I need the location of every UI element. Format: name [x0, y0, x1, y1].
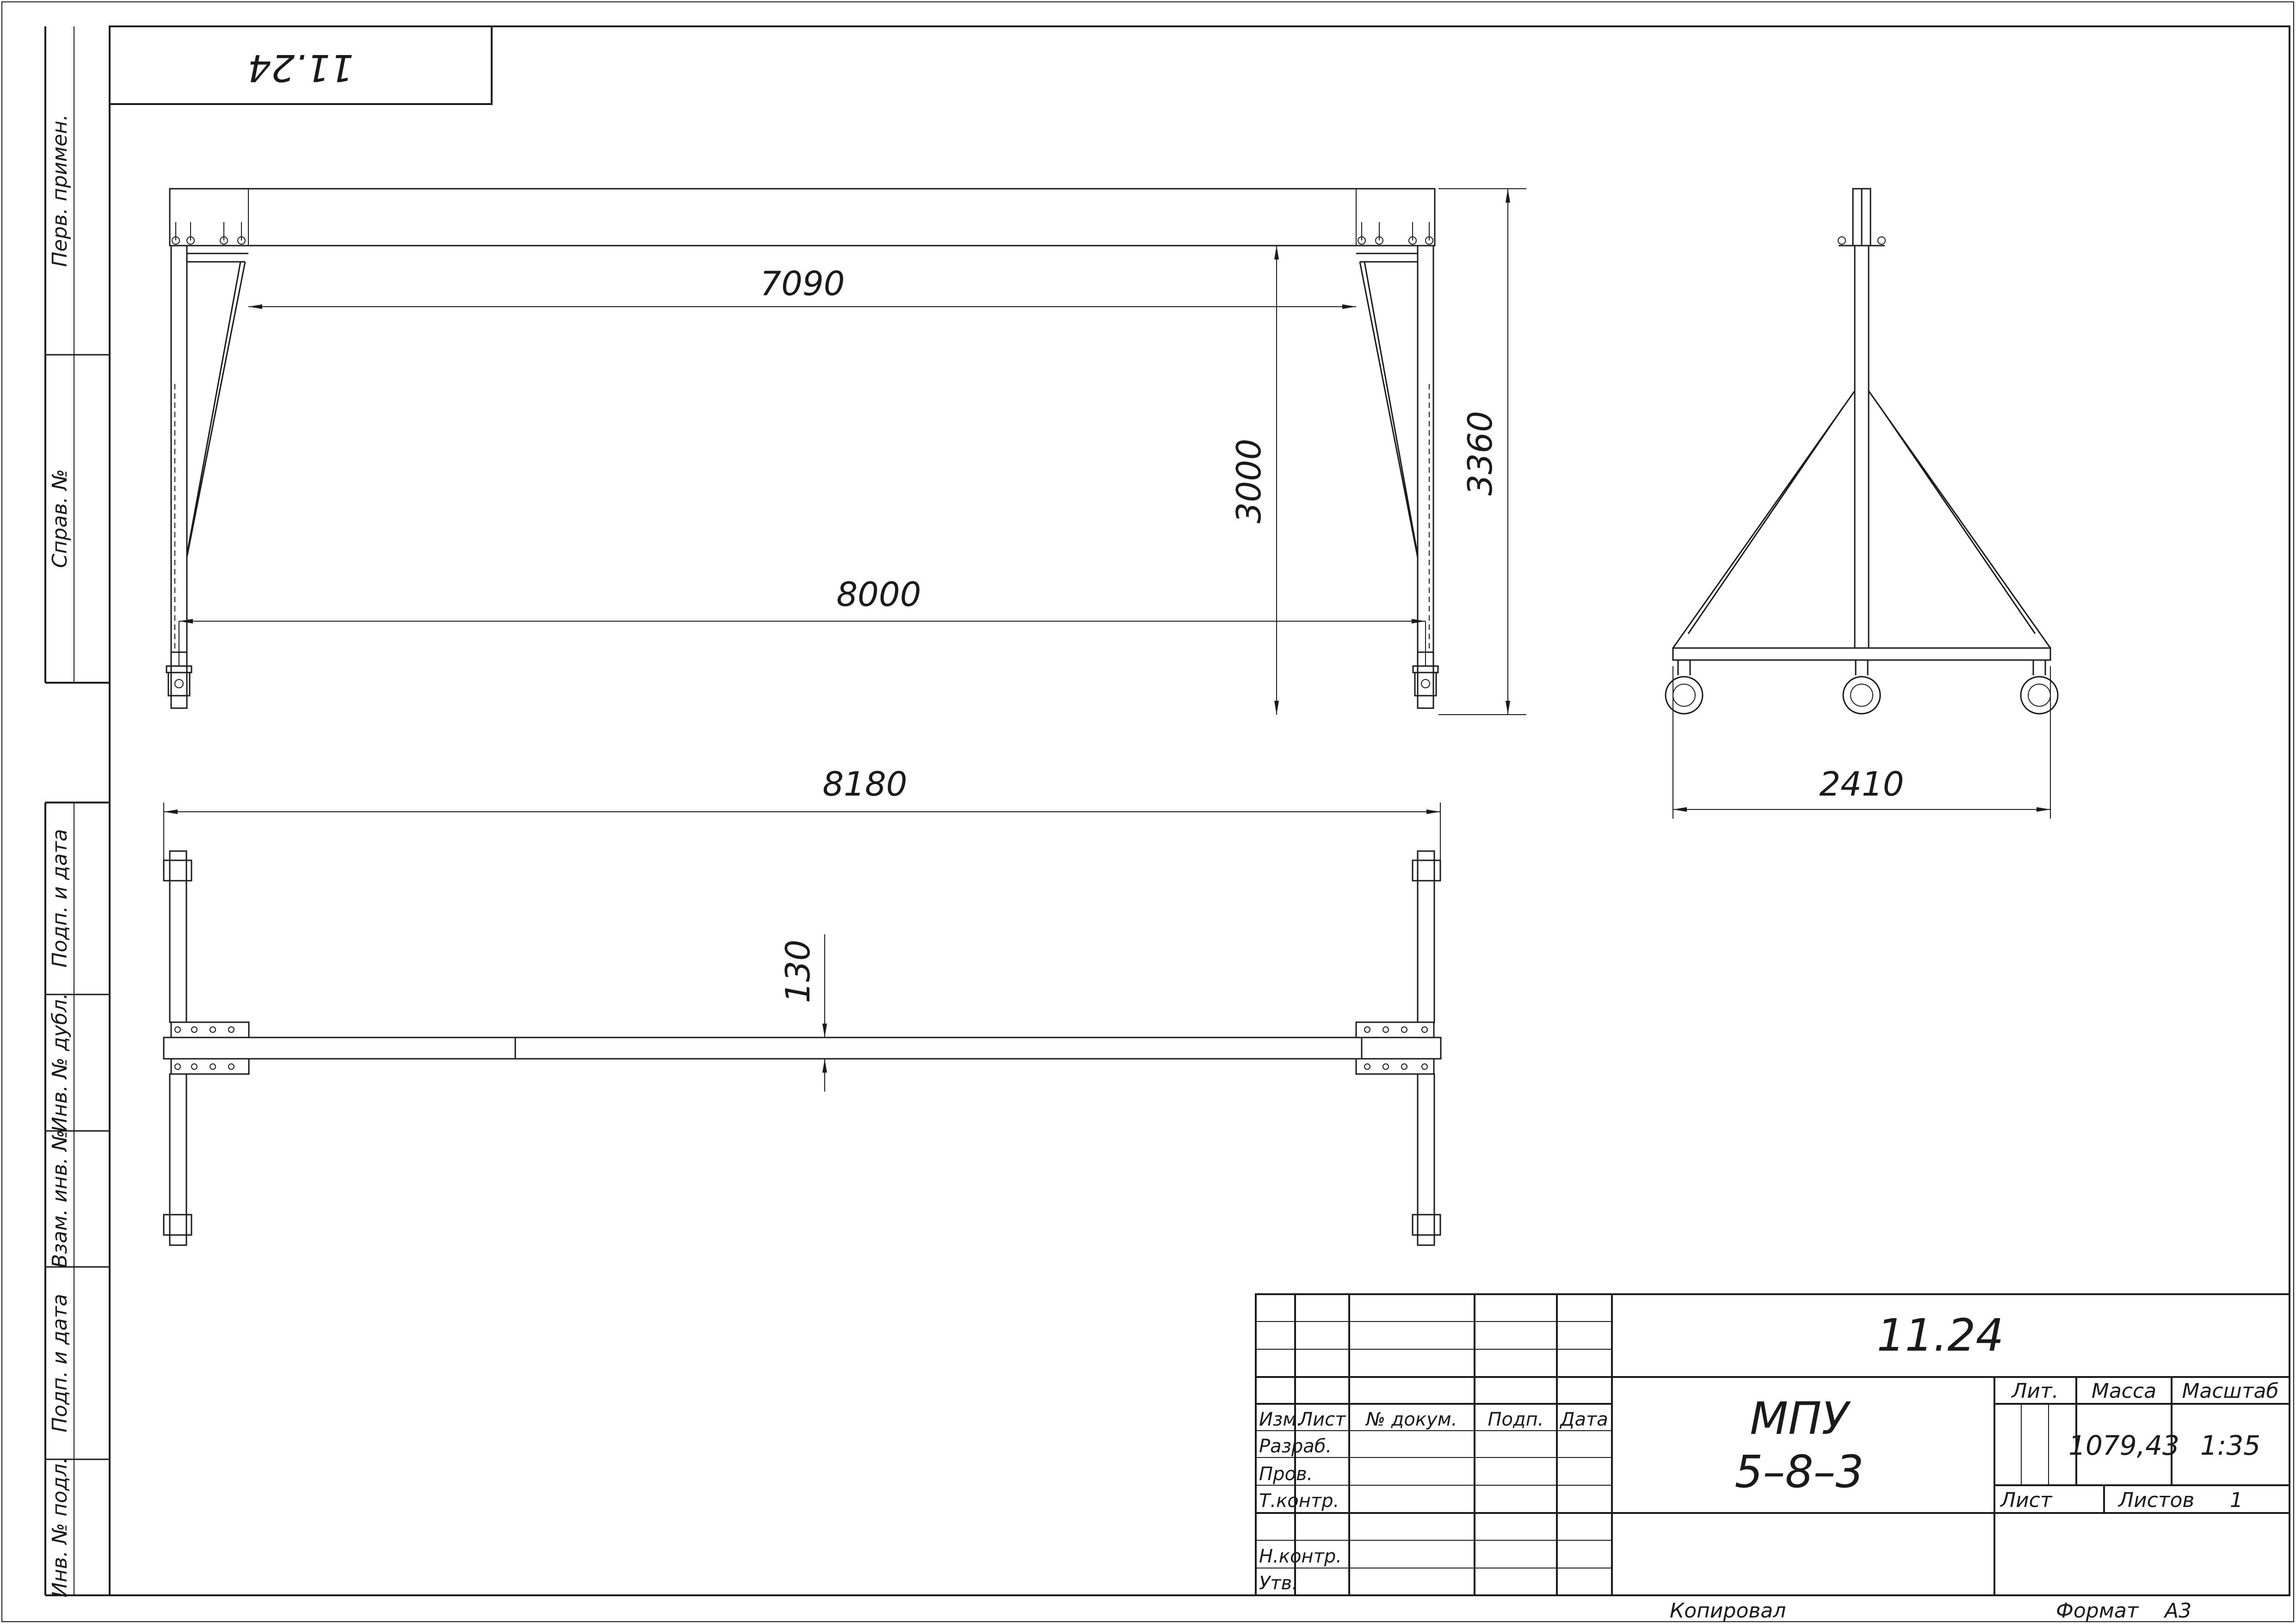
massa-label: Масса — [2092, 1379, 2156, 1403]
role-utv: Утв. — [1259, 1573, 1298, 1594]
code-box-top — [109, 25, 493, 105]
side-vzam-inv: Взам. инв. № — [48, 1130, 72, 1268]
title-name-line1: МПУ — [1750, 1393, 1851, 1445]
hdr-podp: Подп. — [1487, 1409, 1543, 1430]
caster-center — [1842, 659, 1881, 715]
role-prov: Пров. — [1259, 1463, 1313, 1485]
footer-format-value: А3 — [2163, 1599, 2191, 1623]
list-label: Лист — [2000, 1488, 2053, 1512]
massa-value: 1079,43 — [2068, 1430, 2179, 1461]
front-bolts-left — [172, 222, 246, 245]
role-razrab: Разраб. — [1259, 1436, 1332, 1457]
hdr-data: Дата — [1559, 1409, 1608, 1430]
footer-kopiroval: Копировал — [1670, 1599, 1786, 1623]
caster-left — [1665, 659, 1703, 715]
side-perv-primen: Перв. примен. — [48, 114, 72, 267]
masshtab-value: 1:35 — [2200, 1430, 2260, 1461]
lit-label: Лит. — [2011, 1379, 2058, 1403]
hdr-izm: Изм. — [1259, 1409, 1302, 1430]
side-sprav-no: Справ. № — [48, 469, 72, 568]
footer-format-label: Формат — [2056, 1599, 2139, 1623]
side-podp-data-1: Подп. и дата — [48, 829, 72, 968]
listov-label: Листов — [2117, 1488, 2194, 1512]
dim-overall-length: 8180 — [822, 765, 907, 803]
front-bolts-right — [1358, 222, 1433, 245]
role-t-kontr: Т.контр. — [1259, 1490, 1339, 1512]
listov-value: 1 — [2230, 1488, 2243, 1512]
dim-beam-width: 130 — [778, 939, 817, 1003]
dim-height-clear: 3000 — [1229, 438, 1268, 523]
role-n-kontr: Н.контр. — [1259, 1546, 1342, 1567]
dim-base-width: 2410 — [1819, 765, 1904, 803]
front-view — [166, 188, 1439, 709]
dim-height-total: 3360 — [1461, 411, 1500, 495]
title-name-line2: 5–8–3 — [1734, 1446, 1864, 1498]
title-code: 11.24 — [1877, 1309, 2004, 1361]
caster-right — [2020, 659, 2059, 715]
side-stamp: Перв. примен. Справ. № Подп. и дата Инв.… — [44, 26, 110, 1598]
dim-rail-span: 8000 — [836, 575, 921, 614]
side-inv-podl: Инв. № подл. — [48, 1457, 72, 1598]
side-podp-data-2: Подп. и дата — [48, 1294, 72, 1433]
side-view — [1665, 188, 2059, 819]
drawing-code-rotated: 11.24 — [247, 46, 353, 89]
hdr-doc-no: № докум. — [1365, 1409, 1457, 1430]
side-inv-dubl: Инв. № дубл. — [48, 993, 72, 1132]
hdr-list: Лист — [1298, 1409, 1346, 1430]
masshtab-label: Масштаб — [2182, 1379, 2278, 1403]
front-dimensions — [179, 188, 1526, 715]
plan-view — [163, 803, 1442, 1246]
dim-inner-span: 7090 — [760, 264, 845, 303]
drawing-frame — [109, 25, 2290, 1596]
title-block — [1255, 1293, 2290, 1596]
